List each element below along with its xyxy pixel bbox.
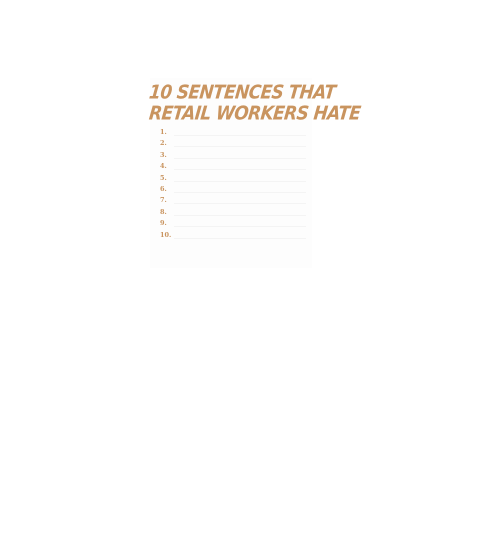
list-number: 6.: [160, 184, 167, 193]
list-blank-line: [174, 214, 306, 216]
numbered-list: 1. 2. 3. 4. 5. 6. 7. 8.: [160, 128, 310, 242]
poster: 10 SENTENCES THAT RETAIL WORKERS HATE 1.…: [147, 78, 362, 268]
list-item: 2.: [160, 139, 310, 150]
list-item: 9.: [160, 219, 310, 230]
list-number: 9.: [160, 219, 167, 228]
poster-title-line-1: 10 SENTENCES THAT: [147, 81, 337, 105]
list-item: 4.: [160, 162, 310, 173]
poster-title-line-2: RETAIL WORKERS HATE: [147, 102, 362, 126]
list-blank-line: [174, 146, 306, 148]
list-item: 6.: [160, 185, 310, 196]
list-number: 7.: [160, 196, 167, 205]
list-number: 8.: [160, 207, 167, 216]
list-item: 10.: [160, 231, 310, 242]
list-number: 1.: [160, 128, 167, 136]
list-blank-line: [174, 135, 306, 136]
list-number: 4.: [160, 162, 167, 171]
list-number: 5.: [160, 173, 167, 182]
list-blank-line: [174, 226, 306, 228]
list-blank-line: [174, 203, 306, 205]
list-item: 3.: [160, 151, 310, 162]
list-number: 10.: [160, 230, 172, 239]
list-number: 2.: [160, 139, 167, 148]
list-number: 3.: [160, 150, 167, 159]
list-item: 1.: [160, 128, 310, 139]
list-blank-line: [174, 157, 306, 159]
list-blank-line: [174, 169, 306, 171]
list-blank-line: [174, 191, 306, 193]
list-blank-line: [174, 237, 306, 239]
list-item: 7.: [160, 196, 310, 207]
list-item: 8.: [160, 208, 310, 219]
list-blank-line: [174, 180, 306, 182]
list-item: 5.: [160, 174, 310, 185]
